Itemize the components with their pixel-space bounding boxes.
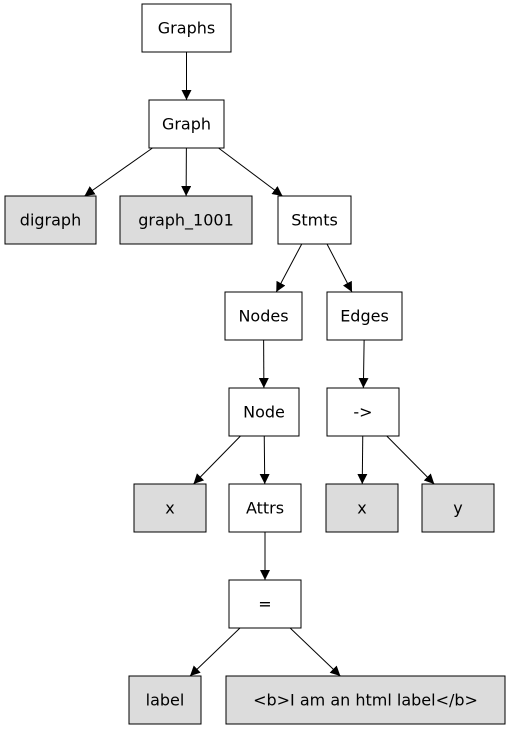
node-box-digraph	[4, 195, 97, 245]
node-label-equals: =	[258, 595, 271, 614]
node-node_x: x	[133, 483, 207, 533]
edge-arrow-to-edge_x	[357, 435, 368, 485]
node-label-edge_x: x	[357, 499, 366, 518]
edge-stmts-to-nodes	[275, 243, 303, 293]
node-graph_1001: graph_1001	[119, 195, 253, 245]
edge-equals-to-label_key	[189, 627, 241, 677]
edge-node-to-node_x	[193, 435, 241, 485]
node-box-arrow	[326, 387, 400, 437]
node-box-edges	[326, 291, 403, 341]
node-arrow: ->	[326, 387, 400, 437]
node-box-stmts	[277, 195, 352, 245]
node-node: Node	[228, 387, 300, 437]
node-label-digraph: digraph	[20, 211, 81, 230]
node-label-edges: Edges	[340, 307, 389, 326]
node-box-graph	[148, 99, 225, 149]
edge-graph-to-digraph	[84, 147, 153, 197]
node-label-label_key: label	[146, 691, 185, 710]
node-label-graph_1001: graph_1001	[138, 211, 234, 231]
node-edge_x: x	[325, 483, 399, 533]
node-box-label_key	[128, 675, 202, 725]
node-label-label_value: <b>I am an html label</b>	[253, 691, 478, 710]
edge-stmts-to-edges	[326, 243, 353, 293]
node-box-label_value	[225, 675, 506, 725]
node-edges: Edges	[326, 291, 403, 341]
node-box-node	[228, 387, 300, 437]
edge-node-to-attrs	[259, 435, 270, 485]
node-label-node: Node	[243, 403, 285, 422]
node-box-edge_y	[421, 483, 495, 533]
edge-arrow-to-edge_y	[386, 435, 435, 485]
node-box-attrs	[228, 483, 302, 533]
edge-graph-to-stmts	[218, 147, 283, 197]
node-label_value: <b>I am an html label</b>	[225, 675, 506, 725]
node-label-graph: Graph	[162, 115, 211, 134]
node-box-node_x	[133, 483, 207, 533]
node-label-arrow: ->	[353, 403, 372, 422]
node-label-edge_y: y	[453, 499, 462, 518]
node-edge_y: y	[421, 483, 495, 533]
node-box-edge_x	[325, 483, 399, 533]
node-label_key: label	[128, 675, 202, 725]
node-label-node_x: x	[165, 499, 174, 518]
edge-equals-to-label_value	[289, 627, 341, 677]
node-stmts: Stmts	[277, 195, 352, 245]
node-label-attrs: Attrs	[246, 499, 284, 518]
node-box-equals	[228, 579, 302, 629]
node-box-graph_1001	[119, 195, 253, 245]
edge-edges-to-arrow	[358, 339, 369, 389]
node-label-stmts: Stmts	[291, 211, 338, 230]
node-nodes: Nodes	[224, 291, 303, 341]
node-label-graphs: Graphs	[158, 19, 215, 38]
node-graphs: Graphs	[141, 3, 232, 53]
node-box-nodes	[224, 291, 303, 341]
node-graph: Graph	[148, 99, 225, 149]
node-equals: =	[228, 579, 302, 629]
edges-layer	[84, 52, 435, 677]
node-attrs: Attrs	[228, 483, 302, 533]
node-box-graphs	[141, 3, 232, 53]
node-digraph: digraph	[4, 195, 97, 245]
node-label-nodes: Nodes	[238, 307, 288, 326]
